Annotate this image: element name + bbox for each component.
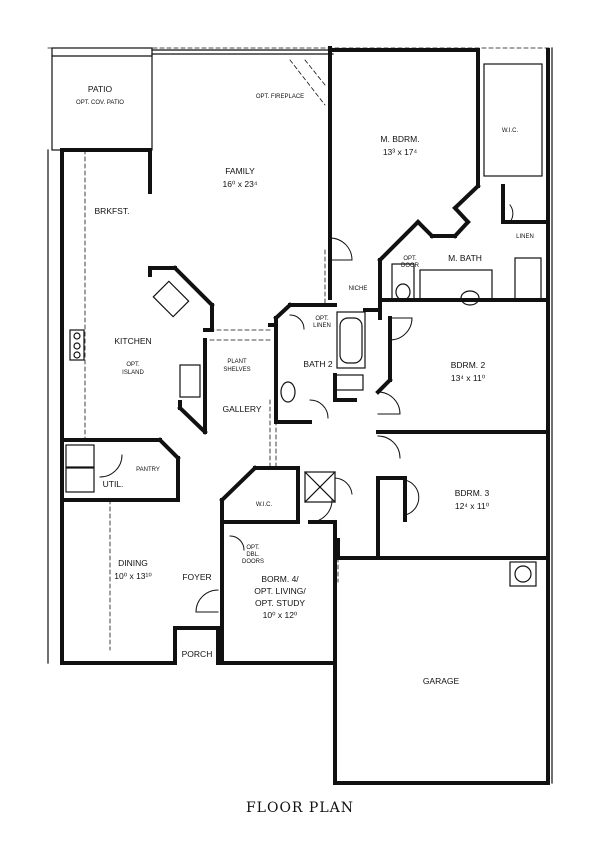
island-note1: OPT. xyxy=(126,362,140,368)
bedroom3-label: BDRM. 3 xyxy=(455,488,490,498)
breakfast-label: BRKFST. xyxy=(95,206,130,216)
plant-shelves-line1: PLANT xyxy=(227,359,247,365)
master-bath-label: M. BATH xyxy=(448,253,482,263)
dining-label: DINING xyxy=(118,558,148,568)
bedroom4-wic-label: W.I.C. xyxy=(256,502,273,508)
bedroom4-label-line2: OPT. LIVING/ xyxy=(254,586,306,596)
master-bath-door-note1: OPT. xyxy=(403,256,417,262)
master-wic-label: W.I.C. xyxy=(502,128,519,134)
bedroom2-dims: 13⁴ x 11⁰ xyxy=(451,373,486,383)
dbl-doors-note2: DBL. xyxy=(246,552,260,558)
patio-label: PATIO xyxy=(88,84,113,94)
exterior-thin-walls xyxy=(47,47,553,784)
door-swings xyxy=(99,204,514,613)
family-dims: 16⁰ x 23⁴ xyxy=(223,179,258,189)
room-labels: PATIO OPT. COV. PATIO OPT. FIREPLACE FAM… xyxy=(76,84,534,686)
porch-label: PORCH xyxy=(182,649,213,659)
master-bedroom-label: M. BDRM. xyxy=(380,134,419,144)
bedroom2-label: BDRM. 2 xyxy=(451,360,486,370)
niche-label: NICHE xyxy=(349,286,368,292)
island-note2: ISLAND xyxy=(122,370,144,376)
kitchen-label: KITCHEN xyxy=(114,336,151,346)
fireplace-note: OPT. FIREPLACE xyxy=(256,94,304,100)
master-linen-label: LINEN xyxy=(516,234,534,240)
master-bedroom-dims: 13³ x 17⁴ xyxy=(383,147,418,157)
exterior-walls xyxy=(60,46,550,785)
dbl-doors-note3: DOORS xyxy=(242,559,264,565)
gallery-label: GALLERY xyxy=(222,404,261,414)
bedroom4-dims: 10⁰ x 12⁰ xyxy=(263,610,298,620)
family-label: FAMILY xyxy=(225,166,255,176)
garage-label: GARAGE xyxy=(423,676,460,686)
bedroom3-dims: 12⁴ x 11⁰ xyxy=(455,501,490,511)
patio-note: OPT. COV. PATIO xyxy=(76,100,124,106)
plant-shelves-line2: SHELVES xyxy=(223,367,250,373)
dbl-doors-note1: OPT. xyxy=(246,545,260,551)
bath2-linen-note2: LINEN xyxy=(313,323,331,329)
bath2-label: BATH 2 xyxy=(303,359,332,369)
master-bath-door-note2: DOOR xyxy=(401,263,420,269)
bedroom4-label-line3: OPT. STUDY xyxy=(255,598,305,608)
dashed-openings xyxy=(47,47,553,651)
utility-label: UTIL. xyxy=(103,479,124,489)
foyer-label: FOYER xyxy=(182,572,211,582)
dining-dims: 10⁰ x 13¹⁰ xyxy=(114,571,152,581)
pantry-label: PANTRY xyxy=(136,467,160,473)
plan-caption: FLOOR PLAN xyxy=(245,800,355,816)
bath2-linen-note1: OPT. xyxy=(315,316,329,322)
bedroom4-label: BORM. 4/ xyxy=(261,574,299,584)
